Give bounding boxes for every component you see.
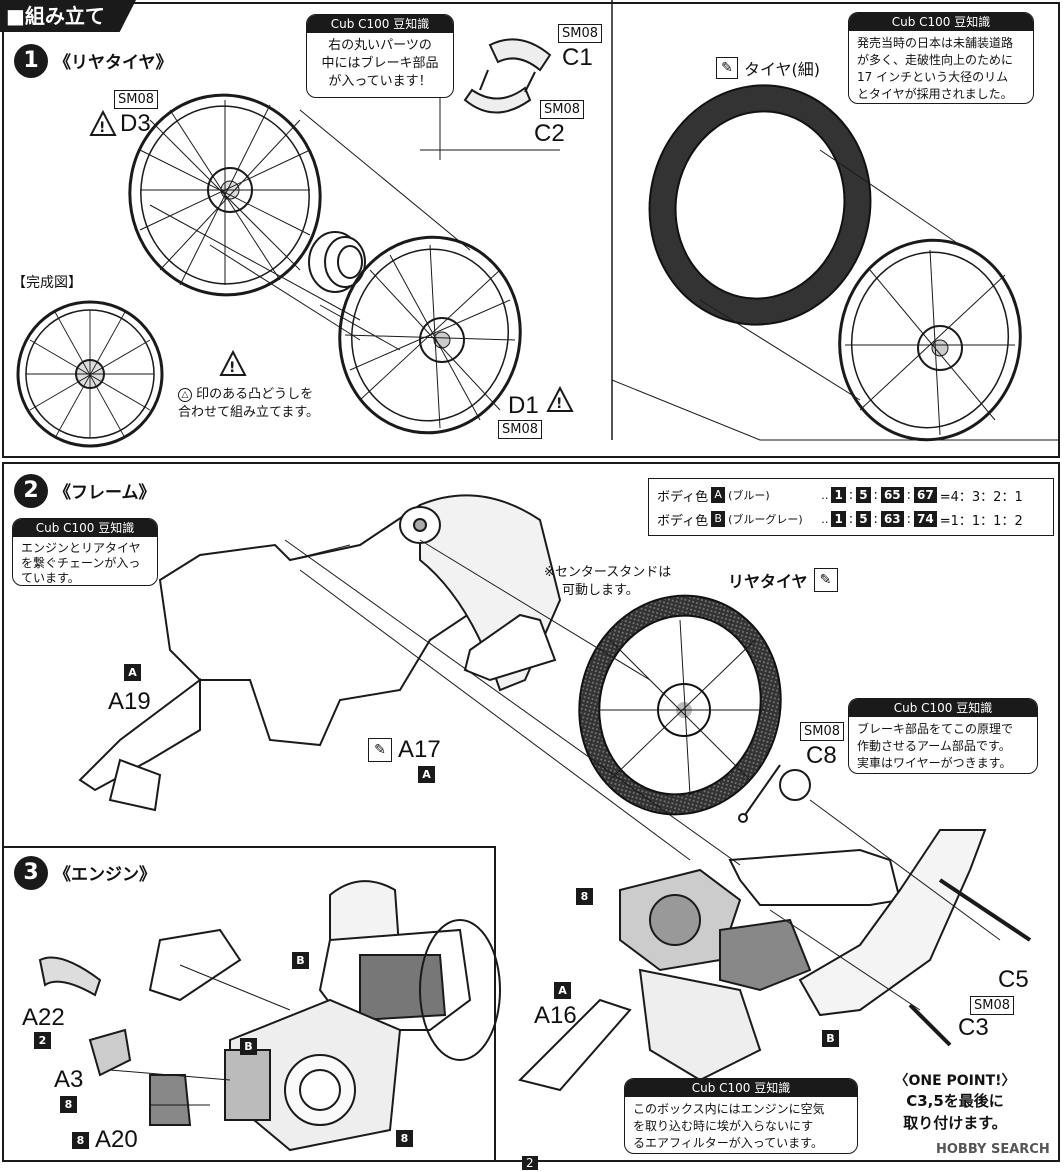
note-rim-size: Cub C100 豆知識 発売当時の日本は未舗装道路 が多く、走破性向上のために… bbox=[848, 12, 1034, 104]
note-chain-head: Cub C100 豆知識 bbox=[13, 519, 157, 537]
step1-panel bbox=[2, 2, 1060, 458]
c2-part-label: C2 bbox=[534, 120, 565, 147]
note-airbox-body: このボックス内にはエンジンに空気 を取り込む時に埃が入らないにす るエアフィルタ… bbox=[633, 1102, 825, 1150]
d1-part-label: D1 bbox=[508, 392, 539, 419]
note-brake-arm-head: Cub C100 豆知識 bbox=[849, 699, 1037, 717]
a16-part-label: A16 bbox=[534, 1002, 577, 1029]
brake-shoe-drawing bbox=[463, 38, 552, 114]
d1-part-tag: SM08 bbox=[498, 420, 543, 439]
note-brake-arm: Cub C100 豆知識 ブレーキ部品をてこの原理で 作動させるアーム部品です。… bbox=[848, 698, 1038, 774]
a22-part-label: A22 bbox=[22, 1004, 65, 1031]
a3-part-label: A3 bbox=[54, 1066, 84, 1093]
a17-part-label: A17 bbox=[398, 736, 441, 763]
c3-part-label: C3 bbox=[958, 1014, 989, 1041]
c5-part-label: C5 bbox=[998, 966, 1029, 993]
note-airbox: Cub C100 豆知識 このボックス内にはエンジンに空気 を取り込む時に埃が入… bbox=[624, 1078, 858, 1154]
align-note-line1: △ 印のある凸どうしを bbox=[178, 386, 319, 404]
a22-color-mark: 2 bbox=[34, 1032, 51, 1049]
c3-part-tag: SM08 bbox=[970, 996, 1015, 1015]
svg-text:!: ! bbox=[99, 120, 105, 136]
color-row-b: ボディ色 B (ブルーグレー) ‥ 1: 5: 63: 74 =1：1：1：2 bbox=[657, 511, 1023, 529]
note-airbox-head: Cub C100 豆知識 bbox=[625, 1079, 857, 1097]
tire-wheel-drawing bbox=[699, 149, 1022, 442]
note-brake-parts: Cub C100 豆知識 右の丸いパーツの 中にはブレーキ部品 が入っています！ bbox=[306, 14, 454, 98]
c8-part-label: C8 bbox=[806, 742, 837, 769]
svg-text:!: ! bbox=[229, 360, 235, 376]
note-brake-parts-head: Cub C100 豆知識 bbox=[307, 15, 453, 33]
section-header: ■組み立て bbox=[0, 0, 136, 32]
step2-number: 2 bbox=[14, 474, 48, 508]
note-rim-size-body: 発売当時の日本は未舗装道路 が多く、走破性向上のために 17 インチという大径の… bbox=[857, 36, 1014, 101]
body-color-table: ボディ色 A (ブルー) ‥ 1: 5: 65: 67 =4：3：2：1 ボディ… bbox=[648, 478, 1054, 536]
svg-text:!: ! bbox=[556, 396, 562, 412]
hobby-search-watermark: HOBBY SEARCH bbox=[936, 1142, 1050, 1157]
tire-label: タイヤ(細) bbox=[744, 60, 821, 79]
c8-part-tag: SM08 bbox=[800, 722, 845, 741]
tire-drawing bbox=[648, 84, 872, 326]
note-chain: Cub C100 豆知識 エンジンとリアタイヤ を繋ぐチェーンが入っ ています。 bbox=[12, 518, 158, 586]
a20-color-mark: 8 bbox=[72, 1131, 89, 1149]
one-point-title: 〈ONE POINT!〉 bbox=[894, 1073, 1016, 1089]
completed-wheel-drawing bbox=[16, 300, 164, 448]
step3-title: 《エンジン》 bbox=[54, 865, 156, 885]
d3-part-tag: SM08 bbox=[114, 90, 159, 109]
rear-tire-label-group: リヤタイヤ ✎ bbox=[728, 568, 838, 592]
color-row-a: ボディ色 A (ブルー) ‥ 1: 5: 65: 67 =4：3：2：1 bbox=[657, 487, 1023, 505]
one-point-body: C3,5を最後に 取り付けます。 bbox=[903, 1092, 1007, 1132]
step2-title: 《フレーム》 bbox=[54, 483, 156, 503]
align-note-line2: 合わせて組み立てます。 bbox=[178, 405, 320, 420]
rear-tire-drawing bbox=[578, 594, 782, 816]
a17-color-mark: A bbox=[418, 766, 435, 783]
c1-part-label: C1 bbox=[562, 44, 593, 71]
center-stand-note: ※センタースタンドは 可動します。 bbox=[544, 565, 672, 598]
engine-color-mark-8: 8 bbox=[576, 888, 593, 905]
a20-label-group: 8 A20 bbox=[72, 1126, 138, 1154]
c2-part-tag: SM08 bbox=[540, 100, 585, 119]
note-rim-size-head: Cub C100 豆知識 bbox=[849, 13, 1033, 31]
one-point-box: 〈ONE POINT!〉 C3,5を最後に 取り付けます。 bbox=[880, 1070, 1030, 1134]
warning-triangle-icons bbox=[89, 109, 574, 412]
engine-mark-8: 8 bbox=[396, 1130, 413, 1147]
center-stand-drawing bbox=[463, 613, 557, 682]
a19-part-label: A19 bbox=[108, 688, 151, 715]
align-note: △ 印のある凸どうしを 合わせて組み立てます。 bbox=[178, 386, 319, 422]
step1-title: 《リヤタイヤ》 bbox=[54, 53, 173, 73]
a20-part-label: A20 bbox=[95, 1126, 138, 1153]
a19-color-mark: A bbox=[124, 664, 141, 681]
c1-part-tag: SM08 bbox=[558, 24, 603, 43]
rear-tire-label: リヤタイヤ bbox=[728, 572, 808, 591]
step3-number: 3 bbox=[14, 856, 48, 890]
b-mark-lower: B bbox=[240, 1038, 257, 1055]
d3-part-label: D3 bbox=[120, 110, 151, 137]
note-brake-arm-body: ブレーキ部品をてこの原理で 作動させるアーム部品です。 実車はワイヤーがつきます… bbox=[857, 722, 1014, 770]
b-mark-upper: B bbox=[292, 952, 309, 969]
a3-color-mark: 8 bbox=[60, 1096, 77, 1113]
step1-number: 1 bbox=[14, 44, 48, 78]
rim-d1-drawing bbox=[338, 235, 522, 435]
rim-d3-drawing bbox=[128, 93, 322, 297]
brush-icon: ✎ bbox=[813, 568, 838, 592]
page-number: 2 bbox=[522, 1156, 538, 1170]
engine-drawing bbox=[38, 880, 501, 1152]
note-brake-parts-body: 右の丸いパーツの 中にはブレーキ部品 が入っています！ bbox=[321, 38, 439, 89]
a17-label-group: ✎ A17 bbox=[368, 736, 441, 764]
hub-drum-drawing bbox=[308, 231, 366, 293]
completed-label: 【完成図】 bbox=[12, 275, 82, 291]
brake-arm-drawing bbox=[738, 764, 811, 823]
brush-icon: ✎ bbox=[716, 57, 738, 79]
brush-icon: ✎ bbox=[368, 738, 392, 762]
swingarm-engine-drawing bbox=[518, 829, 987, 1092]
align-mark-icon: △ bbox=[178, 387, 192, 402]
tire-label-group: ✎ タイヤ(細) bbox=[716, 56, 820, 80]
note-chain-body: エンジンとリアタイヤ を繋ぐチェーンが入っ ています。 bbox=[21, 541, 141, 585]
a16-color-mark: A bbox=[554, 982, 571, 999]
b-color-mark: B bbox=[822, 1030, 839, 1047]
